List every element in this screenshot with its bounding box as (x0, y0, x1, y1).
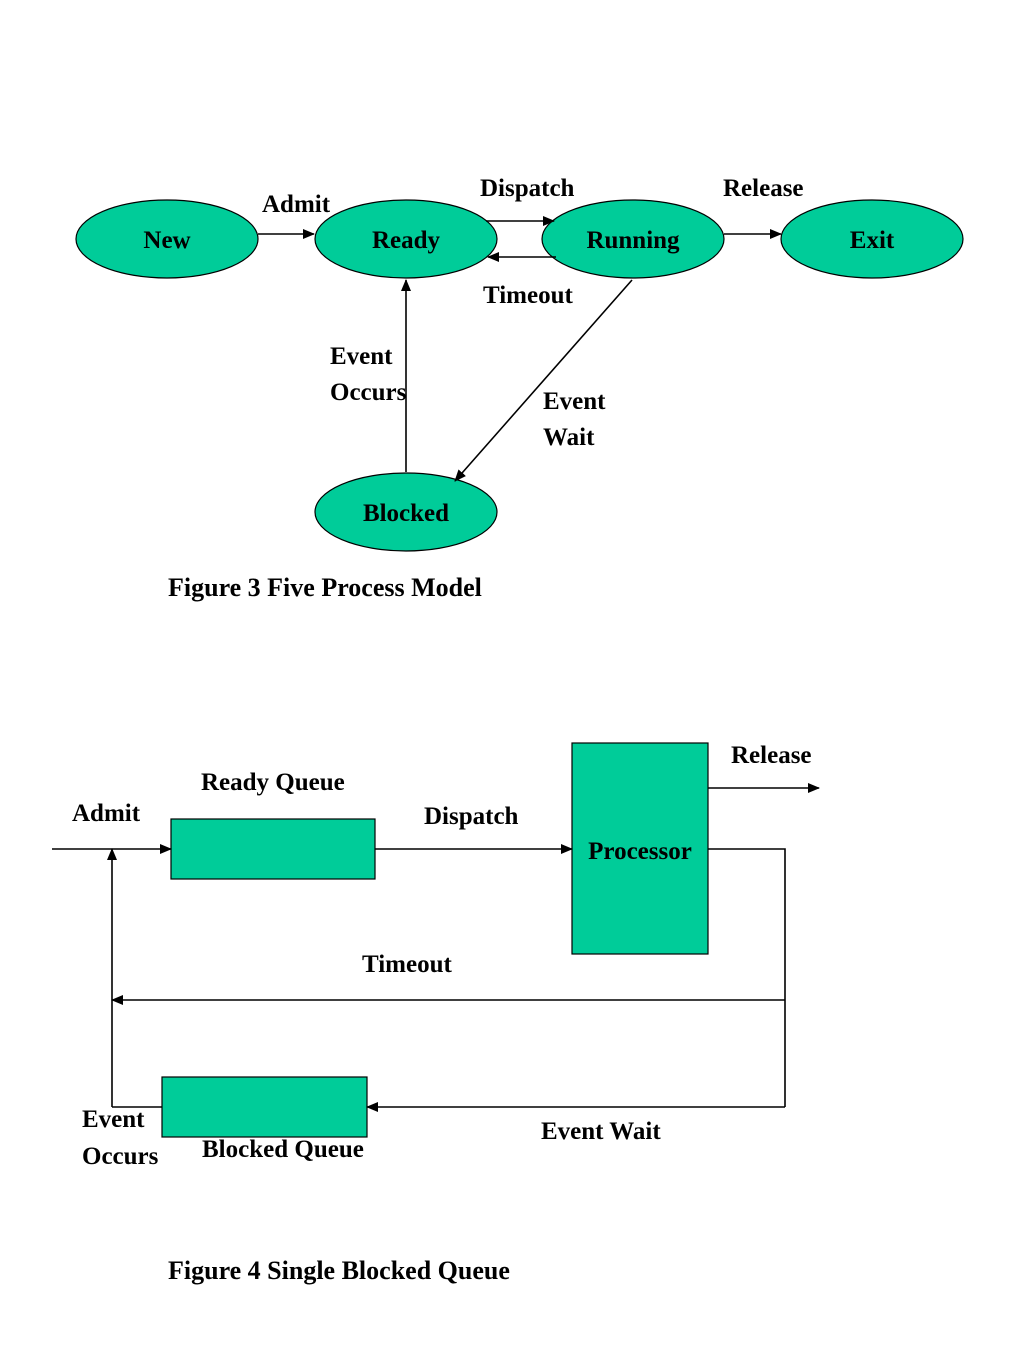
figure-3-caption: Figure 3 Five Process Model (168, 573, 482, 602)
node-ready-shape (314, 199, 498, 279)
label-admit: Admit (72, 800, 141, 827)
label-event-wait-line1: Event (543, 388, 606, 415)
figure-4-caption: Figure 4 Single Blocked Queue (168, 1256, 510, 1285)
node-exit: Exit (780, 199, 964, 279)
node-new-label: New (143, 227, 190, 254)
node-exit-shape (780, 199, 964, 279)
label-ready-queue: Ready Queue (201, 769, 345, 796)
node-running: Running (541, 199, 725, 279)
label-timeout: Timeout (362, 951, 452, 978)
label-processor: Processor (588, 838, 692, 865)
node-new: New (75, 199, 259, 279)
label-event-occurs-line1: Event (330, 343, 393, 370)
label-dispatch: Dispatch (480, 175, 575, 202)
edge-event-wait (454, 279, 633, 482)
node-blocked-label: Blocked (363, 500, 449, 527)
processor-feedback-line (708, 848, 786, 1107)
node-ready-label: Ready (372, 227, 441, 254)
node-ready: Ready (314, 199, 498, 279)
node-running-label: Running (586, 227, 680, 254)
label-event-occurs-line1: Event (82, 1106, 145, 1133)
label-timeout: Timeout (483, 282, 573, 309)
label-event-wait: Event Wait (541, 1118, 661, 1145)
node-running-shape (541, 199, 725, 279)
node-exit-label: Exit (850, 227, 895, 254)
label-release: Release (731, 742, 812, 769)
label-blocked-queue: Blocked Queue (202, 1136, 364, 1163)
figure-3-five-process-model: New Ready Running Exit Blocked Admit Dis… (75, 175, 964, 602)
node-blocked: Blocked (314, 472, 498, 552)
label-event-occurs-line2: Occurs (330, 379, 407, 406)
node-blocked-shape (314, 472, 498, 552)
figure-4-single-blocked-queue: Ready Queue Admit Dispatch Processor Rel… (52, 742, 820, 1285)
label-dispatch: Dispatch (424, 803, 519, 830)
label-event-occurs-line2: Occurs (82, 1143, 159, 1170)
label-admit: Admit (262, 191, 331, 218)
label-event-wait-line2: Wait (543, 424, 595, 451)
blocked-queue-box (161, 1076, 368, 1138)
node-new-shape (75, 199, 259, 279)
ready-queue-box (170, 818, 376, 880)
label-release: Release (723, 175, 804, 202)
